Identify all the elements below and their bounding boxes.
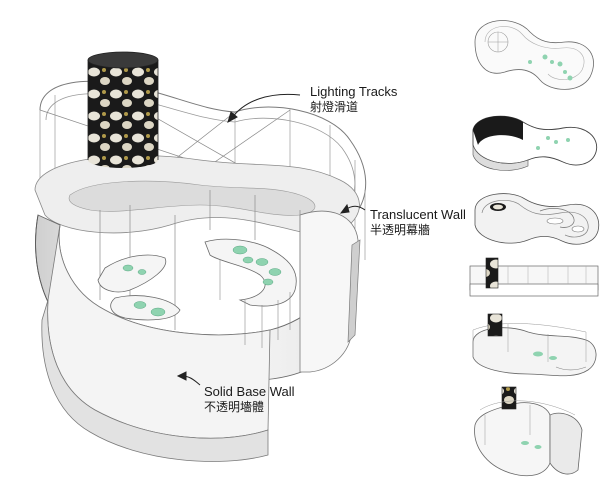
- axonometric-light-partitions: [474, 193, 600, 245]
- green-display-dots: [122, 245, 282, 317]
- display-table-right: [204, 238, 297, 307]
- label-lighting-tracks-en: Lighting Tracks: [310, 84, 398, 99]
- axonometric-small: [474, 386, 583, 477]
- elevation-view: [469, 257, 599, 297]
- plan-view: [474, 20, 594, 90]
- label-translucent-wall: Translucent Wall 半透明幕牆: [370, 207, 466, 238]
- label-solid-base-wall-zh: 不透明墻體: [204, 400, 265, 415]
- label-lighting-tracks: Lighting Tracks 射燈滑道: [310, 84, 397, 115]
- axonometric-dark-roof: [472, 115, 598, 171]
- patterned-cylinder: [87, 51, 159, 168]
- label-translucent-wall-en: Translucent Wall: [370, 207, 466, 222]
- label-lighting-tracks-zh: 射燈滑道: [310, 100, 359, 115]
- label-solid-base-wall-en: Solid Base Wall: [204, 384, 295, 399]
- label-solid-base-wall: Solid Base Wall 不透明墻體: [204, 384, 295, 415]
- annotation-arrows: [176, 93, 366, 386]
- display-table-left: [97, 254, 167, 293]
- label-translucent-wall-zh: 半透明幕牆: [370, 223, 431, 238]
- axonometric-with-cylinder: [472, 313, 597, 377]
